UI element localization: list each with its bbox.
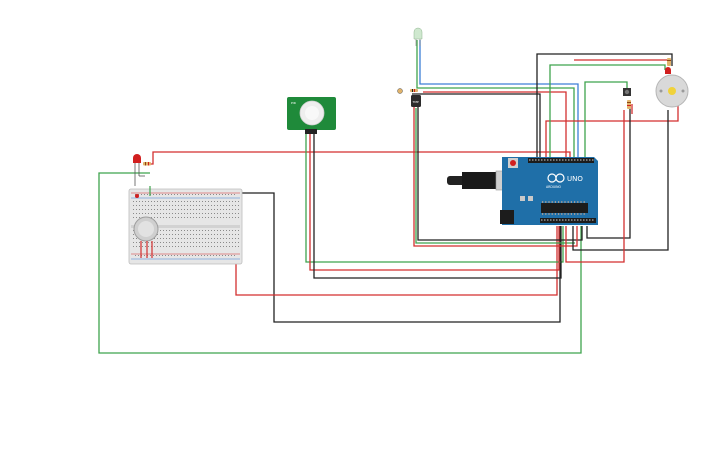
pir-sensor[interactable]: PIR	[287, 97, 336, 134]
push-button[interactable]	[623, 88, 631, 96]
resistor-motor[interactable]	[667, 58, 671, 66]
resistor-left[interactable]	[143, 162, 151, 166]
wire-motor-black-2[interactable]	[572, 110, 669, 251]
svg-text:PIR: PIR	[291, 101, 296, 105]
wire-green-breadboard-loop[interactable]	[98, 172, 582, 354]
svg-text:TMP: TMP	[412, 100, 419, 104]
wire-sensor-red[interactable]	[413, 105, 578, 247]
wire-button-black[interactable]	[586, 106, 631, 239]
wire-motor-green[interactable]	[549, 64, 666, 158]
breadboard[interactable]	[128, 188, 243, 265]
wire-pir-green[interactable]	[305, 134, 564, 263]
wire-top-blue[interactable]	[419, 40, 579, 158]
wire-sensor-black[interactable]	[417, 105, 583, 241]
wire-button-red[interactable]	[565, 110, 625, 263]
wire-black-breadboard-right[interactable]	[240, 192, 561, 323]
arduino-uno[interactable]: UNO ARDUINO	[447, 157, 598, 225]
wire-button-green[interactable]	[584, 81, 628, 158]
digital-header	[529, 159, 594, 161]
led-red-left[interactable]	[133, 154, 145, 186]
wire-top-green[interactable]	[416, 40, 575, 158]
wire-red-breadboard-bottom[interactable]	[235, 226, 558, 296]
wire-pir-black[interactable]	[313, 134, 562, 279]
brand-label: ARDUINO	[546, 185, 562, 189]
piezo-buzzer[interactable]	[133, 216, 159, 258]
led-small-breadboard[interactable]	[135, 186, 151, 198]
arduino-logo	[547, 173, 565, 183]
wires	[98, 40, 679, 354]
led-motor[interactable]	[665, 67, 671, 74]
dc-motor[interactable]	[655, 74, 689, 108]
wire-pir-red[interactable]	[309, 134, 560, 271]
wire-sensor-green[interactable]	[415, 108, 575, 244]
wire-top-red[interactable]	[423, 91, 567, 158]
wire-motor-black[interactable]	[536, 53, 673, 158]
resistor-button[interactable]	[627, 100, 631, 109]
power-analog-header	[541, 219, 594, 221]
wire-motor-red[interactable]	[545, 104, 679, 158]
wire-red-led[interactable]	[148, 151, 571, 165]
led-top-clear[interactable]	[413, 27, 423, 46]
photoresistor[interactable]	[397, 88, 419, 94]
board-label: UNO	[567, 175, 583, 183]
wire-top-black[interactable]	[412, 93, 541, 158]
chip-pins	[542, 201, 585, 215]
temperature-sensor[interactable]: TMP	[411, 95, 421, 107]
